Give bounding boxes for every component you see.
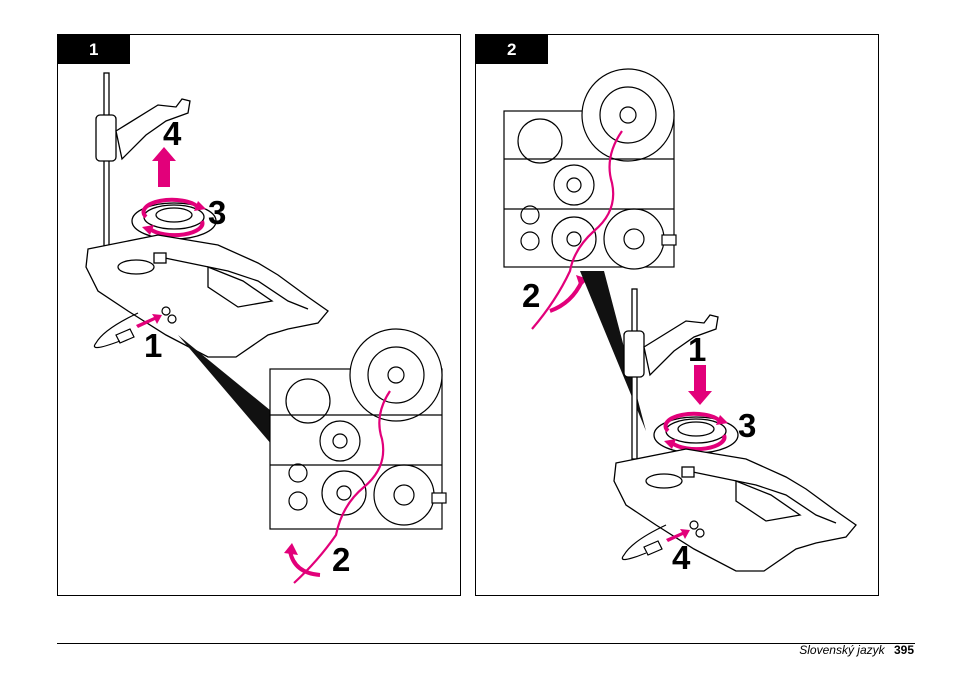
housing-detail [270, 329, 446, 529]
electrode-stand-rod [624, 289, 644, 459]
step-1-illustration: 4 3 1 [58, 35, 462, 597]
housing-detail [504, 69, 676, 269]
footer-rule [57, 643, 915, 644]
lift-up-arrow [152, 147, 176, 187]
lower-down-arrow [688, 365, 712, 405]
page-number: 395 [894, 643, 914, 657]
callout-2: 2 [332, 541, 350, 578]
page-footer: Slovenský jazyk 395 [799, 643, 914, 658]
pull-arrow-head [284, 543, 298, 555]
electrode-stand-rod [96, 73, 116, 253]
callout-2: 2 [522, 277, 540, 314]
callout-1: 1 [688, 331, 706, 368]
callout-4: 4 [672, 539, 691, 576]
callout-3: 3 [208, 194, 226, 231]
callout-4: 4 [163, 115, 182, 152]
footer-language: Slovenský jazyk [799, 643, 884, 657]
pull-tubing-arrow [290, 551, 320, 575]
callout-3: 3 [738, 407, 756, 444]
step-1-panel: 1 4 3 [57, 34, 461, 596]
callout-1: 1 [144, 327, 162, 364]
electrode-holder-arm [644, 315, 718, 375]
step-2-panel: 2 2 [475, 34, 879, 596]
insert-tubing-arrow [550, 281, 582, 311]
step-2-illustration: 2 1 3 [476, 35, 880, 597]
